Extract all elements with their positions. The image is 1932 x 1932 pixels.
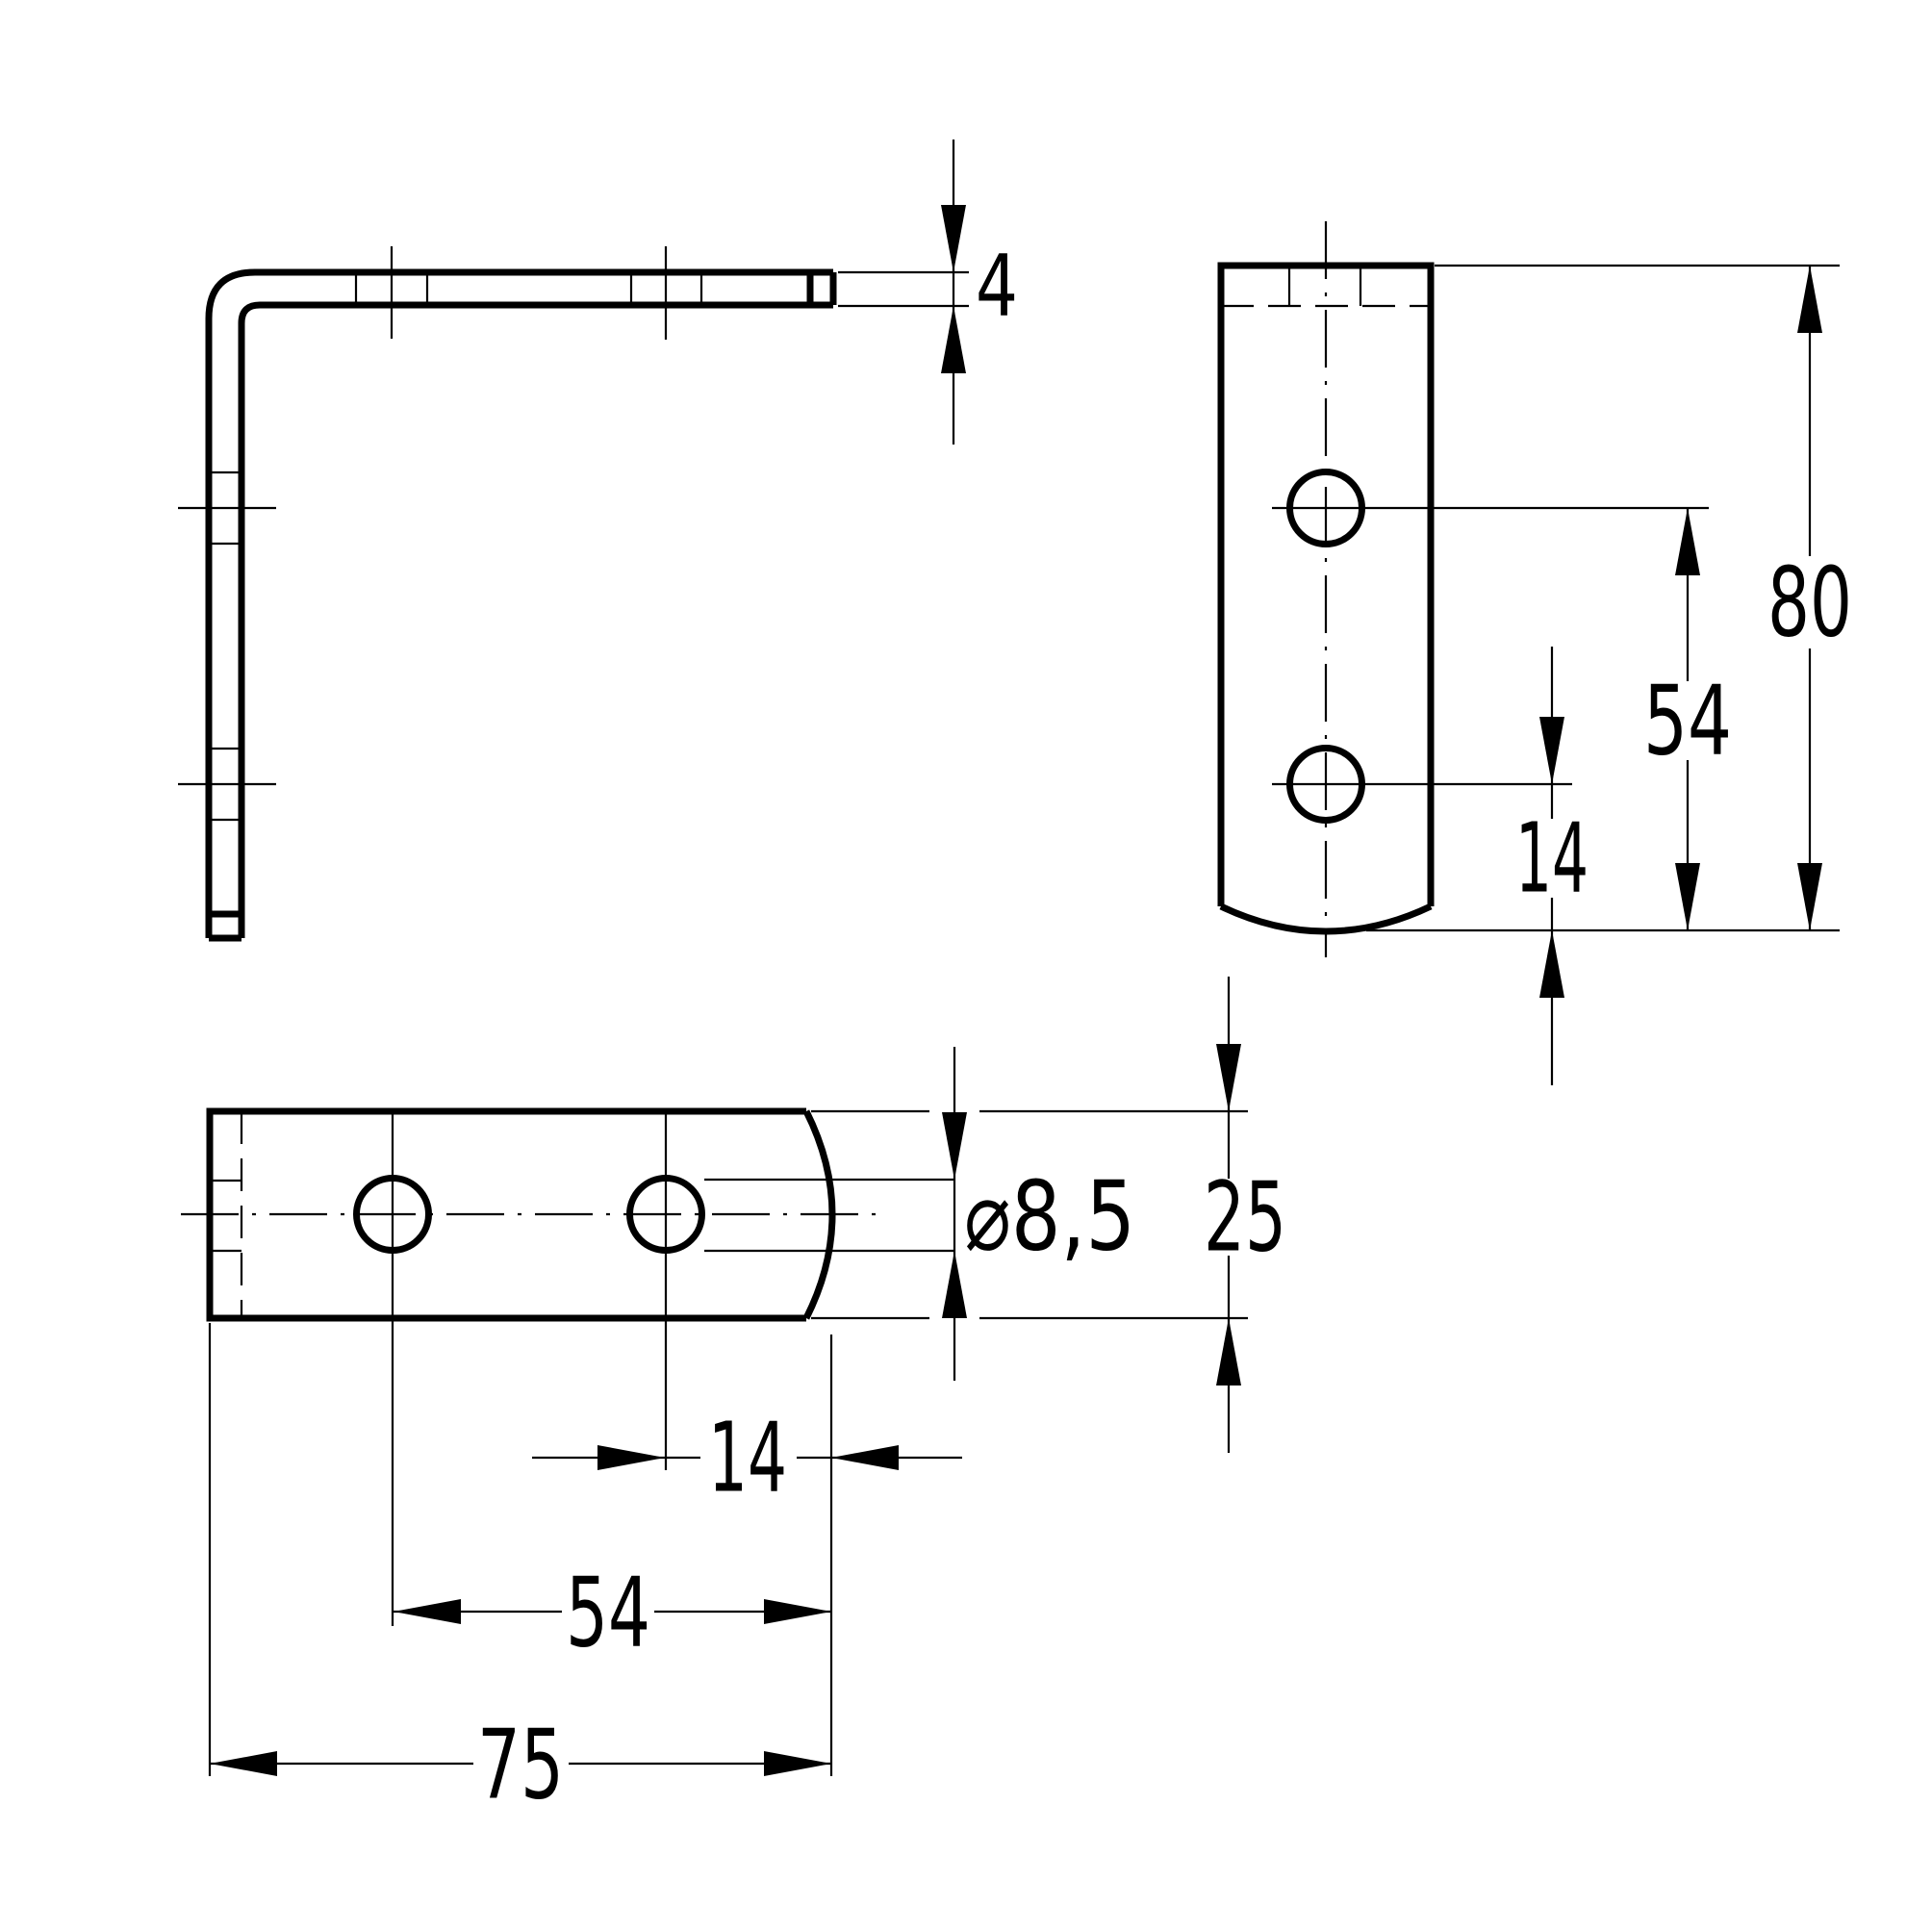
dim-hole-diameter: ⌀8,5 (942, 1047, 1135, 1381)
dim-length: 75 (210, 1709, 831, 1821)
side-profile-view (178, 246, 837, 942)
arrowhead-up (1539, 930, 1564, 998)
dim-leg-height: 80 (1767, 266, 1852, 930)
arrowhead-left (831, 1445, 899, 1470)
dim-top-hole-to-end-short: 14 (532, 1402, 962, 1514)
dim-front-hole-to-end: 54 (1643, 508, 1732, 930)
front-view (1217, 221, 1840, 957)
dim-width: 25 (1204, 977, 1286, 1453)
profile-outer-contour (205, 268, 833, 938)
dim-value: ⌀8,5 (964, 1160, 1135, 1273)
dim-front-lower-hole-to-end: 14 (1515, 647, 1589, 1085)
dim-top-hole-to-end-long: 54 (394, 1557, 831, 1669)
arrowhead-left (394, 1599, 461, 1624)
dim-value: 25 (1204, 1161, 1286, 1274)
dim-thickness-value: 4 (976, 237, 1018, 336)
arrowhead-up (941, 306, 966, 373)
front-bottom-arc (1219, 902, 1433, 935)
arrowhead-up (942, 1251, 967, 1318)
arrowhead-right (764, 1751, 831, 1776)
dim-value: 75 (477, 1709, 564, 1821)
arrowhead-down (941, 205, 966, 272)
top-view (181, 1107, 1248, 1776)
arrowhead-down (1216, 1044, 1241, 1111)
dim-value: 14 (708, 1402, 787, 1514)
dim-thickness: 4 (838, 140, 1018, 445)
arrowhead-right (597, 1445, 665, 1470)
arrowhead-up (1675, 508, 1700, 575)
arrowhead-up (1797, 266, 1822, 333)
dim-value: 54 (566, 1557, 650, 1669)
arrowhead-left (210, 1751, 277, 1776)
dim-value: 80 (1767, 547, 1852, 659)
arrowhead-down (1675, 863, 1700, 930)
arrowhead-up (1216, 1318, 1241, 1385)
arrowhead-right (764, 1599, 831, 1624)
dim-value: 54 (1643, 665, 1732, 777)
arrowhead-down (942, 1112, 967, 1180)
arrowhead-down (1539, 717, 1564, 784)
dim-value: 14 (1515, 802, 1589, 915)
arrowhead-down (1797, 863, 1822, 930)
profile-inner-contour (238, 301, 833, 938)
